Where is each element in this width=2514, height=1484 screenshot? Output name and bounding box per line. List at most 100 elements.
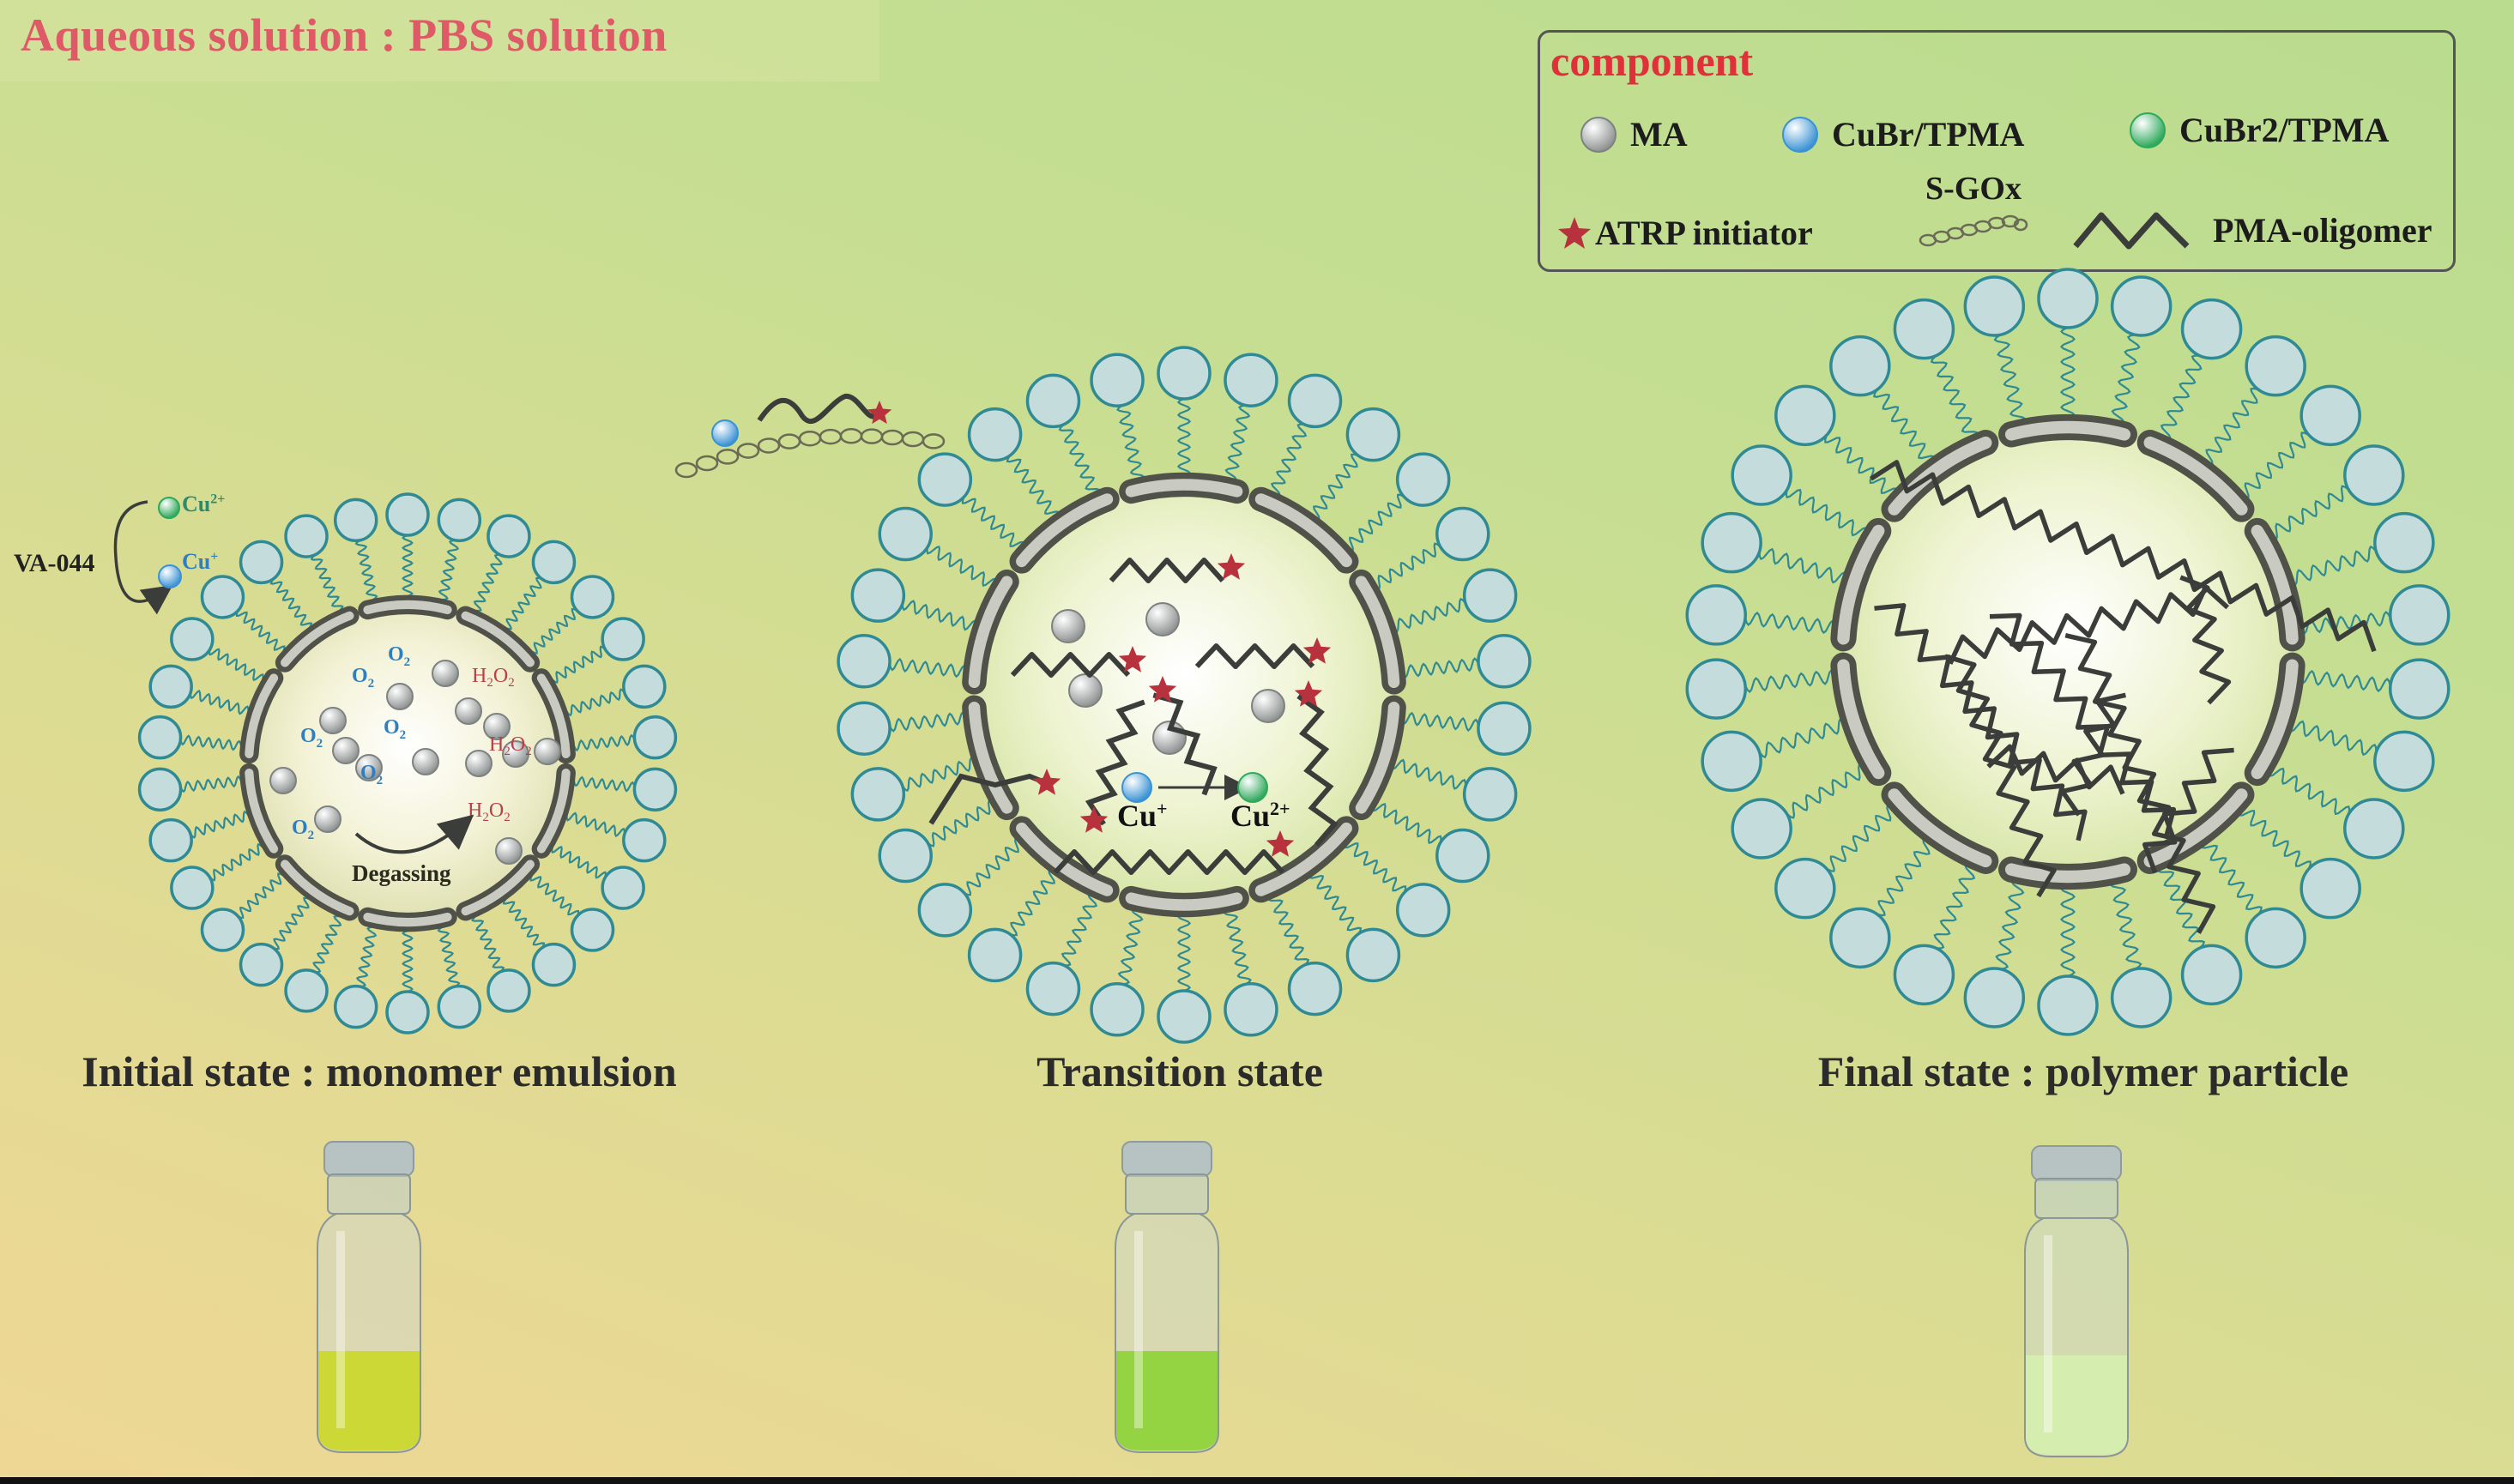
surfactant-head	[1435, 828, 1490, 884]
legend-item-atrp: ATRP initiator	[1556, 213, 1813, 253]
surfactant-tail	[208, 843, 263, 882]
surfactant-tail	[1006, 455, 1060, 519]
atrp-initiator-star	[867, 401, 892, 425]
legend-item-sgox: S-GOx	[1918, 170, 2029, 250]
surfactant-head	[1963, 275, 2026, 337]
pma-oligomer-chain	[1109, 558, 1225, 583]
pma-polymer-chain	[1989, 612, 2177, 839]
shell-highlight	[245, 673, 279, 758]
caption-initial: Initial state : monomer emulsion	[82, 1047, 677, 1095]
shell-highlight	[1355, 576, 1400, 689]
ma-monomer-sphere	[534, 738, 561, 765]
vial-liquid	[1116, 1351, 1218, 1451]
cu1-text: Cu	[1117, 799, 1157, 833]
surfactant-head	[2373, 730, 2435, 793]
vial-neck	[2034, 1178, 2118, 1219]
surfactant-head	[437, 498, 482, 543]
surfactant-tail	[1270, 423, 1308, 497]
vial-initial	[317, 1141, 421, 1453]
surfactant-head	[1701, 730, 1762, 793]
surfactant-tail	[529, 875, 580, 917]
shell-highlight	[1254, 822, 1352, 896]
surfactant-head	[333, 498, 378, 543]
surfactant-head	[1685, 584, 1748, 646]
cu2-sphere	[1237, 772, 1268, 803]
blue-sphere-icon	[1782, 116, 1818, 153]
cu2-sphere	[158, 497, 180, 519]
surfactant-tail	[1267, 894, 1310, 966]
pma-polymer-chain	[2064, 633, 2216, 934]
shell-highlight	[1125, 892, 1243, 911]
legend-label: CuBr/TPMA	[1832, 115, 2025, 154]
shell-highlight	[2251, 659, 2299, 780]
sgox-chain	[674, 428, 946, 479]
surfactant-tail	[208, 648, 264, 681]
atrp-initiator-star	[1294, 680, 1323, 707]
surfactant-head	[1963, 967, 2026, 1029]
surfactant-tail	[1876, 838, 1931, 917]
shell-highlight	[461, 611, 535, 667]
cu1-charge: +	[210, 549, 219, 564]
surfactant-tail	[1308, 871, 1363, 935]
redox-arrow	[113, 500, 173, 615]
shell-highlight	[2004, 863, 2131, 884]
surfactant-head	[1462, 767, 1518, 822]
shell-highlight	[1016, 493, 1114, 568]
surfactant-head	[967, 407, 1023, 462]
surfactant-head	[2245, 907, 2306, 969]
particle-core	[974, 485, 1394, 905]
surfactant-head	[2388, 584, 2451, 646]
degassing-arrow	[354, 814, 474, 854]
surfactant-head	[1829, 907, 1891, 969]
emulsion-particle	[837, 346, 1532, 1044]
surfactant-tail	[2201, 840, 2263, 915]
chain-icon	[1919, 214, 2028, 247]
surfactant-tail	[1176, 912, 1192, 992]
pma-polymer-chain	[1986, 744, 2125, 795]
surfactant-head	[1462, 568, 1518, 623]
surfactant-tail	[312, 914, 342, 974]
surfactant-head	[1157, 989, 1212, 1044]
shell-highlight	[536, 769, 571, 854]
surfactant-head	[622, 817, 667, 863]
surfactant-head	[1893, 298, 1955, 360]
surfactant-head	[917, 452, 973, 507]
surfactant-tail	[888, 657, 968, 679]
vial-liquid	[2026, 1355, 2127, 1455]
surfactant-tail	[1373, 542, 1441, 590]
surfactant-tail	[1933, 864, 1976, 950]
surfactant-tail	[1346, 493, 1405, 552]
surfactant-head	[1025, 961, 1081, 1016]
cu1-text: Cu	[182, 549, 211, 574]
surfactant-tail	[1391, 597, 1466, 633]
surfactant-tail	[565, 688, 625, 717]
red-star-icon	[1558, 216, 1591, 249]
ma-monomer-sphere	[1145, 602, 1180, 636]
cubr-sphere	[711, 419, 739, 447]
final-contents	[1870, 460, 2377, 934]
legend-label: CuBr2/TPMA	[2179, 111, 2390, 149]
surfactant-head	[137, 715, 183, 760]
surfactant-head	[486, 968, 531, 1013]
legend-label: ATRP initiator	[1595, 214, 1813, 252]
shell-highlight	[1837, 659, 1885, 780]
ma-monomer-sphere	[432, 660, 459, 687]
surfactant-head	[2299, 857, 2361, 920]
atrp-initiator-star	[1217, 553, 1246, 580]
surfactant-head	[2343, 798, 2405, 860]
particle-core	[1843, 427, 2293, 877]
surfactant-head	[622, 664, 667, 709]
atrp-initiator-star	[1118, 646, 1147, 673]
surfactant-head	[1345, 407, 1401, 462]
surfactant-head	[1774, 857, 1836, 920]
surfactant-tail	[1758, 547, 1847, 584]
green-sphere-icon	[2130, 112, 2166, 148]
pma-oligomer-chain	[1296, 693, 1339, 848]
surfactant-tail	[438, 539, 460, 601]
surfactant-head	[170, 617, 215, 661]
ma-monomer-sphere	[314, 805, 341, 833]
surfactant-tail	[2299, 669, 2391, 693]
surfactant-head	[2037, 974, 2099, 1036]
surfactant-head	[601, 866, 645, 910]
vial-shape	[2024, 1145, 2129, 1457]
